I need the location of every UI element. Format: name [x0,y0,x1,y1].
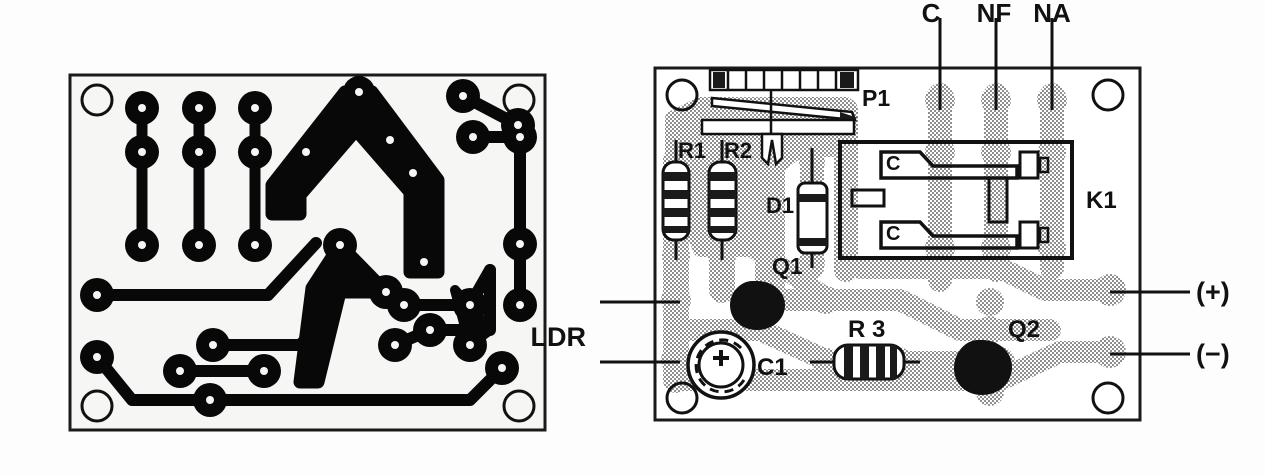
k1-tab-ur [1018,150,1040,180]
pcb-component-layout: P1 R1 [531,0,1230,422]
r2-color-bands [709,172,736,233]
c1-polarity-arc [694,338,746,394]
component-label-P1: P1 [862,85,890,111]
terminal-label-negative: (−) [1196,339,1230,369]
component-label-Q1: Q1 [772,253,803,279]
k1-internal-label-c-upper: C [886,153,900,175]
p1-top-segments [726,70,838,90]
component-Q1: Q1 [730,253,803,330]
k1-pin-lr [1038,226,1050,244]
q2-body [954,340,1012,395]
r2-body [707,160,738,242]
d1-anode-band [798,238,827,246]
terminal-label-ldr: LDR [531,322,587,352]
component-label-R1: R1 [678,138,706,163]
component-label-R2: R2 [724,138,752,163]
component-C1: C1 [686,330,788,400]
component-label-Q2: Q2 [1008,316,1040,343]
r3-color-bands [844,345,897,379]
k1-tab-lr [1018,220,1040,250]
component-mounting-holes [665,78,1125,415]
pcb-copper-layout [68,73,547,432]
q1-body [730,281,785,330]
mounting-hole-tl [80,83,114,117]
p1-pins [760,132,784,167]
component-P1: P1 [700,68,890,167]
component-D1: D1 [766,148,829,268]
mounting-hole-br [1091,381,1125,415]
p1-front-body [700,118,856,136]
c1-inner-ring [697,341,745,389]
component-K1: C C K1 [838,140,1117,260]
mounting-hole-tl [665,78,699,112]
component-Q2: Q2 [954,316,1040,395]
terminal-label-positive: (+) [1196,277,1230,307]
mounting-hole-bl [80,389,114,423]
terminal-label-NF: NF [977,0,1012,28]
terminal-label-C: C [922,0,941,28]
c1-plus-marking [713,350,729,366]
d1-cathode-band [798,194,827,202]
p1-screw-slot-right [840,72,854,88]
r1-color-bands [663,172,689,233]
component-label-K1: K1 [1086,187,1117,214]
component-label-C1: C1 [757,354,788,381]
mounting-hole-bl [665,381,699,415]
terminal-leads [600,18,1190,364]
p1-screw-slot-left [713,72,725,88]
k1-coil-bar [987,176,1009,224]
component-R3: R 3 [810,316,920,381]
r1-body [661,160,691,242]
k1-contact-lower [879,220,1019,250]
k1-pin-ur [1038,156,1050,174]
component-label-D1: D1 [766,193,794,218]
k1-internal-label-c-lower: C [886,223,900,245]
component-R1: R1 [661,138,706,260]
k1-contact-upper [879,150,1019,180]
copper-pads [80,76,537,417]
mounting-hole-br [502,389,536,423]
component-R2: R2 [707,138,752,260]
terminal-label-NA: NA [1033,0,1071,28]
mounting-hole-tr [1091,78,1125,112]
k1-tab-left [850,188,886,208]
k1-outline [838,140,1074,260]
component-label-R3: R 3 [848,316,885,343]
